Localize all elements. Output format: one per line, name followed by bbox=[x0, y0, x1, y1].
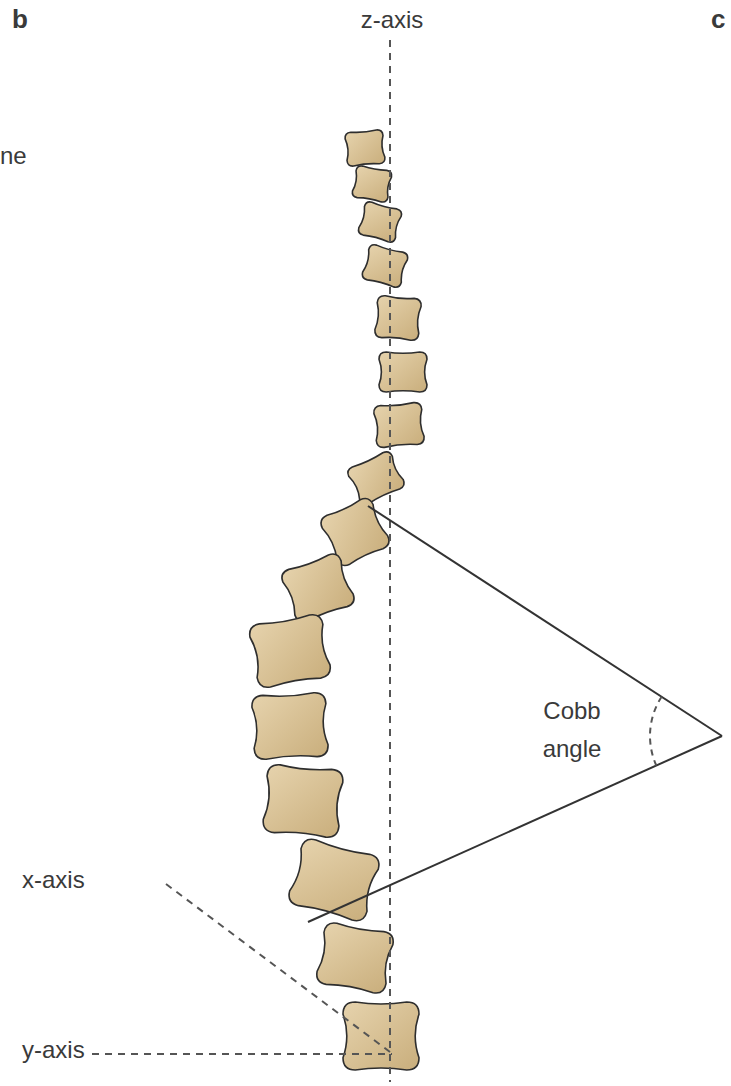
vertebra bbox=[345, 129, 386, 166]
angle-arc bbox=[650, 697, 662, 766]
vertebra bbox=[279, 552, 356, 625]
y-axis-line bbox=[92, 1053, 392, 1055]
vertebra bbox=[379, 352, 427, 392]
vertebra bbox=[351, 165, 392, 203]
cobb-line bbox=[308, 736, 722, 922]
vertebra bbox=[373, 402, 424, 448]
label: Cobb angle bbox=[527, 692, 617, 768]
z-axis-line bbox=[389, 40, 391, 1082]
vertebra bbox=[251, 692, 328, 760]
vertebra bbox=[343, 1002, 419, 1070]
vertebrae bbox=[248, 129, 427, 1070]
vertebra bbox=[262, 764, 344, 838]
label: b bbox=[12, 4, 28, 35]
label: y-axis bbox=[22, 1036, 85, 1065]
x-axis-line bbox=[166, 884, 390, 1052]
vertebra bbox=[315, 921, 395, 994]
label: x-axis bbox=[22, 866, 85, 895]
vertebra bbox=[361, 243, 409, 288]
vertebra bbox=[357, 201, 403, 244]
vertebra bbox=[346, 450, 406, 507]
label: ne bbox=[0, 142, 27, 171]
vertebra bbox=[374, 295, 421, 341]
label: z-axis bbox=[361, 6, 424, 35]
vertebra bbox=[248, 613, 332, 689]
label: c bbox=[711, 4, 725, 35]
